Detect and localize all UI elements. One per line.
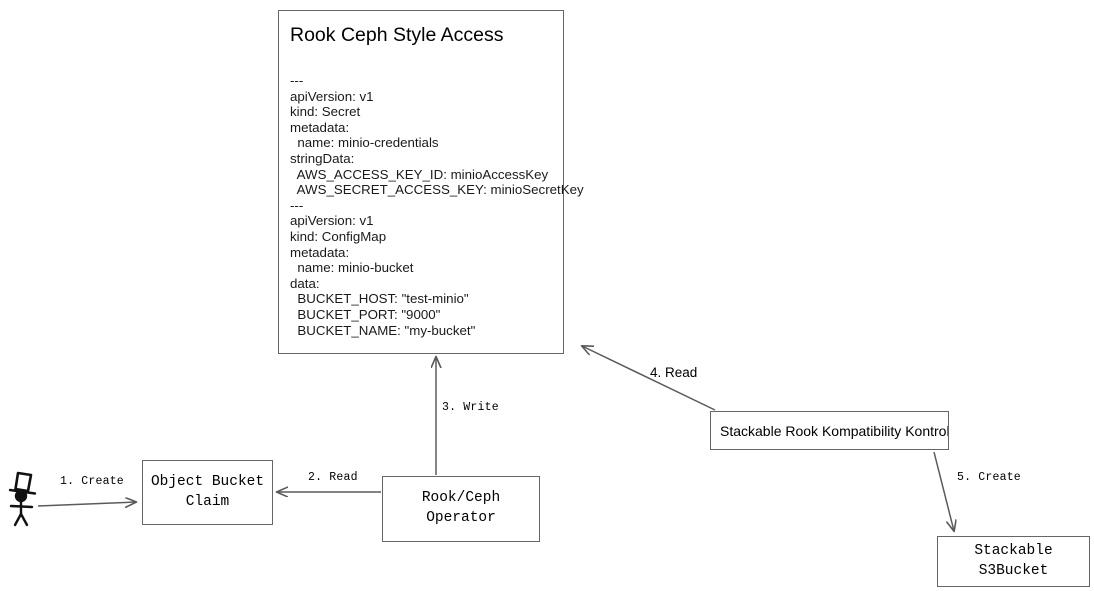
node-object-bucket-claim[interactable]: Object Bucket Claim bbox=[142, 460, 273, 525]
node-object-bucket-claim-label: Object Bucket Claim bbox=[150, 473, 265, 510]
edge-5-create bbox=[933, 451, 954, 531]
rook-ceph-style-access-card[interactable]: Rook Ceph Style Access --- apiVersion: v… bbox=[278, 10, 584, 354]
edge-label-4-read: 4. Read bbox=[650, 365, 698, 380]
node-rook-ceph-operator[interactable]: Rook/Ceph Operator bbox=[382, 476, 540, 542]
edge-1-create bbox=[37, 502, 136, 506]
yaml-card-title: Rook Ceph Style Access bbox=[290, 24, 504, 46]
node-stackable-s3bucket[interactable]: Stackable S3Bucket bbox=[937, 536, 1090, 587]
edge-label-1-create: 1. Create bbox=[60, 475, 124, 488]
node-rook-ceph-operator-label: Rook/Ceph Operator bbox=[421, 490, 501, 526]
actor-with-top-hat-icon bbox=[8, 471, 37, 527]
node-stackable-rook-kompatibility-kontrollant[interactable]: Stackable Rook Kompatibility Kontrollant bbox=[710, 411, 949, 450]
edge-label-5-create: 5. Create bbox=[957, 471, 1021, 484]
yaml-card-body: --- apiVersion: v1 kind: Secret metadata… bbox=[290, 73, 584, 338]
edge-label-2-read: 2. Read bbox=[308, 471, 358, 484]
node-srkk-label: Stackable Rook Kompatibility Kontrollant bbox=[720, 422, 949, 439]
edge-label-3-write: 3. Write bbox=[442, 401, 499, 414]
node-stackable-s3bucket-label: Stackable S3Bucket bbox=[974, 542, 1053, 579]
